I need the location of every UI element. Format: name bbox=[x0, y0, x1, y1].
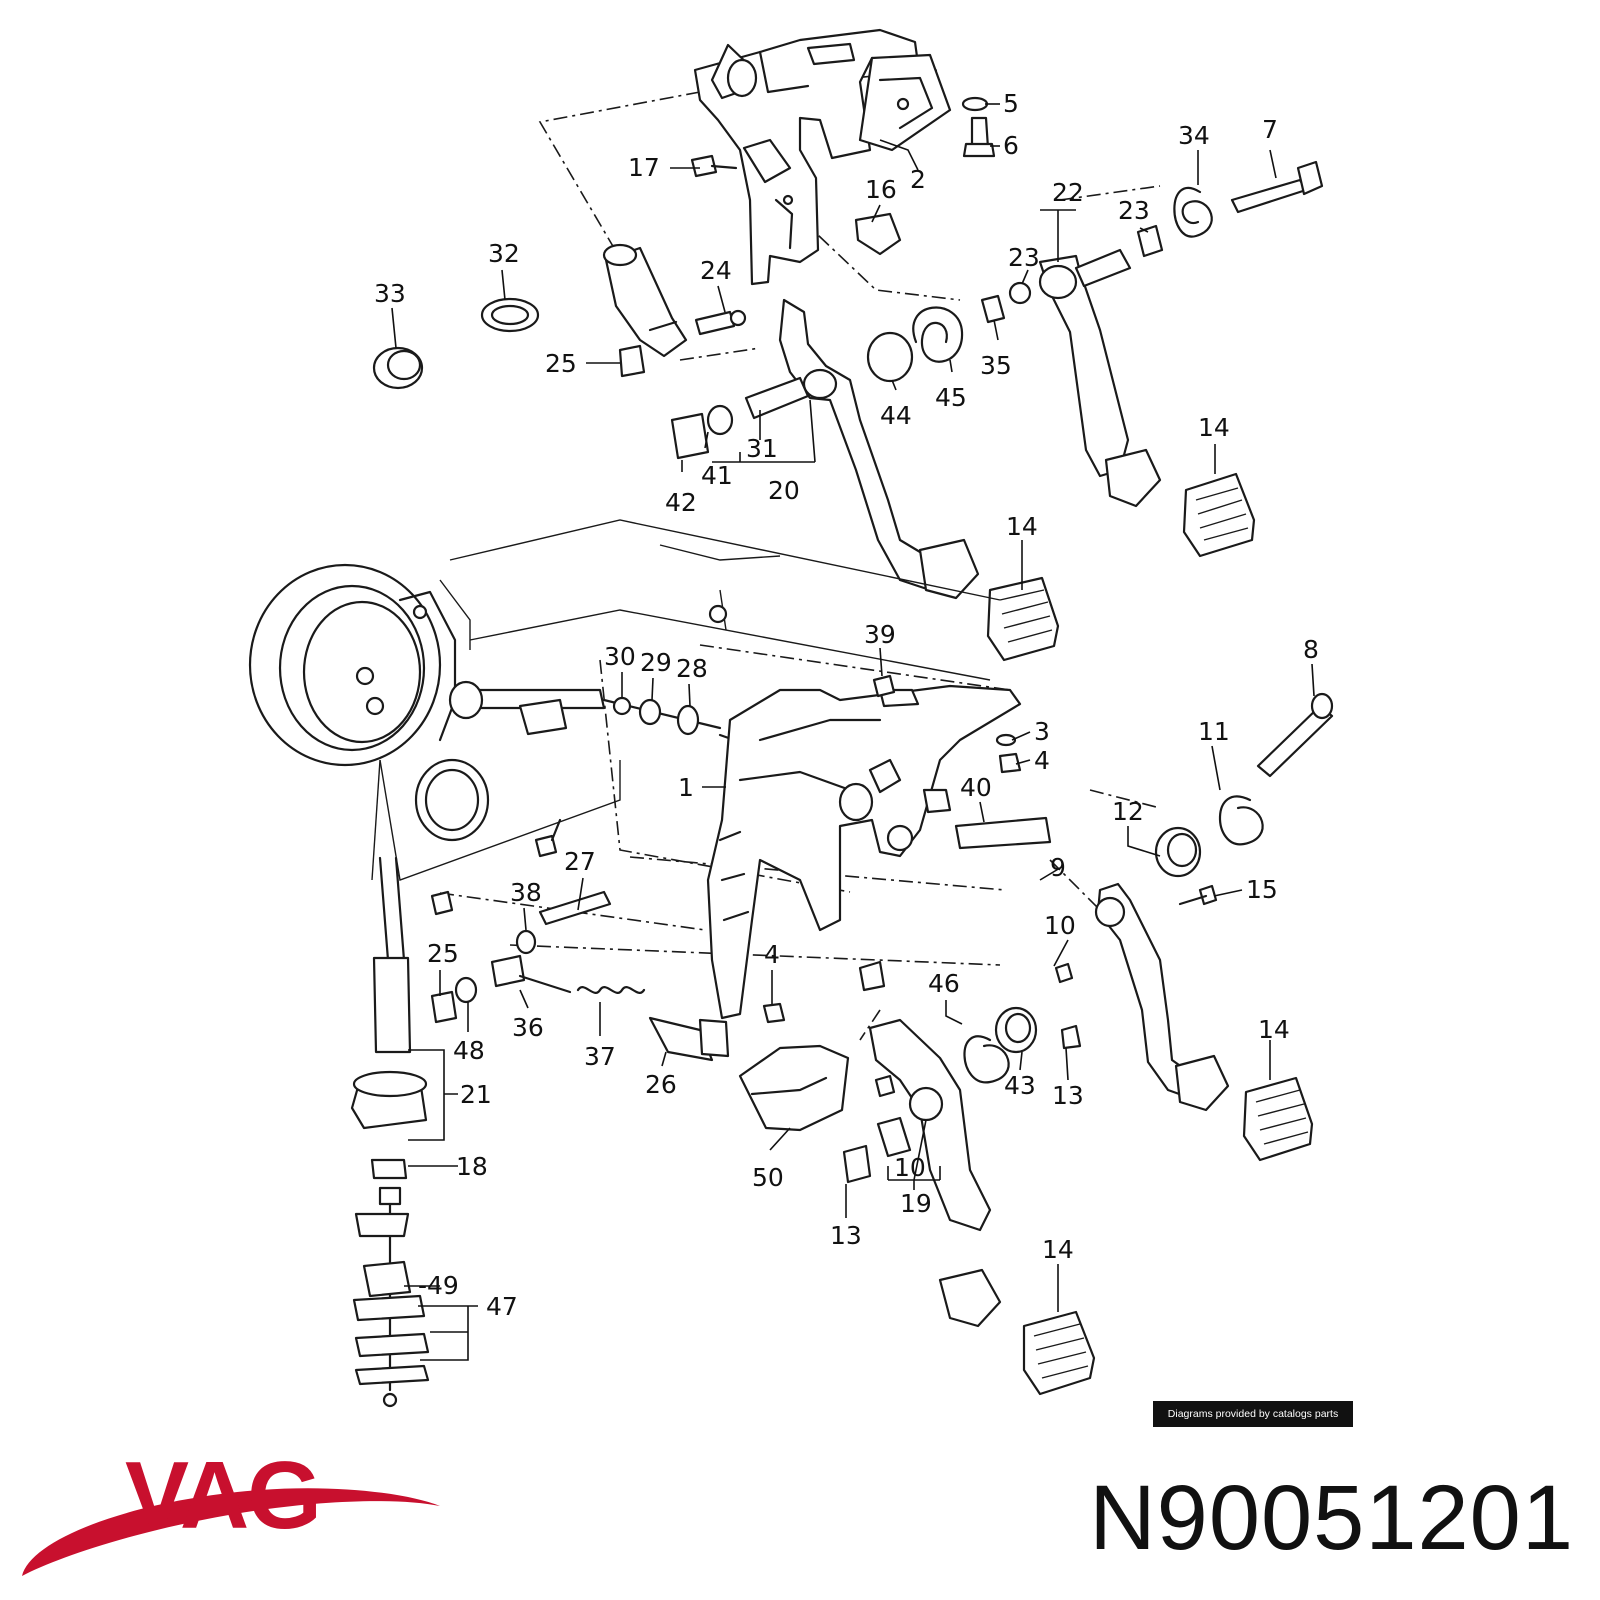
brand-name: VAG bbox=[125, 1442, 322, 1549]
center-hardware bbox=[872, 674, 1334, 906]
callout-3: 3 bbox=[1034, 717, 1050, 746]
callout-4-upper: 4 bbox=[1034, 746, 1050, 775]
callout-10-upper: 10 bbox=[1044, 911, 1076, 940]
callout-19: 19 bbox=[900, 1189, 932, 1218]
callout-35: 35 bbox=[980, 351, 1012, 380]
pedal-pad-middle-left bbox=[986, 576, 1060, 662]
cable-adjuster-assembly bbox=[350, 856, 430, 1408]
callout-14-bottom: 14 bbox=[1042, 1235, 1074, 1264]
callout-34: 34 bbox=[1178, 121, 1210, 150]
callout-45: 45 bbox=[935, 383, 967, 412]
callout-49: -49 bbox=[418, 1271, 459, 1300]
callout-23-lower: 23 bbox=[1008, 243, 1040, 272]
callout-8: 8 bbox=[1303, 635, 1319, 664]
callout-20: 20 bbox=[768, 476, 800, 505]
callout-28: 28 bbox=[676, 654, 708, 683]
pedal-pad-lower-right bbox=[1242, 1076, 1314, 1162]
callout-30: 30 bbox=[604, 642, 636, 671]
callout-17: 17 bbox=[628, 153, 660, 182]
pedal-pad-upper-right bbox=[1182, 472, 1256, 558]
diagram-credit-banner: Diagrams provided by catalogs parts bbox=[1153, 1401, 1353, 1427]
callout-33: 33 bbox=[374, 279, 406, 308]
pedal-bracket-housing bbox=[693, 28, 952, 286]
callout-12: 12 bbox=[1112, 797, 1144, 826]
callout-38: 38 bbox=[510, 878, 542, 907]
callout-1: 1 bbox=[678, 773, 694, 802]
lower-center-pedal bbox=[842, 1006, 1038, 1328]
callout-14-middle: 14 bbox=[1006, 512, 1038, 541]
callout-47: 47 bbox=[486, 1292, 518, 1321]
callout-15: 15 bbox=[1246, 875, 1278, 904]
right-clutch-pedal bbox=[1054, 882, 1230, 1112]
callout-6: 6 bbox=[1003, 131, 1019, 160]
callout-50: 50 bbox=[752, 1163, 784, 1192]
callout-36: 36 bbox=[512, 1013, 544, 1042]
callout-48: 48 bbox=[453, 1036, 485, 1065]
callout-14-upper-right: 14 bbox=[1198, 413, 1230, 442]
callout-2: 2 bbox=[910, 165, 926, 194]
callout-9: 9 bbox=[1050, 853, 1066, 882]
callout-43: 43 bbox=[1004, 1071, 1036, 1100]
callout-24: 24 bbox=[700, 256, 732, 285]
callout-21: 21 bbox=[460, 1080, 492, 1109]
callout-13-right: 13 bbox=[1052, 1081, 1084, 1110]
callout-7: 7 bbox=[1262, 115, 1278, 144]
callout-14-lower-right: 14 bbox=[1258, 1015, 1290, 1044]
callout-16: 16 bbox=[865, 175, 897, 204]
brake-booster bbox=[248, 563, 490, 842]
lower-left-hardware bbox=[430, 818, 886, 1132]
vag-logo-swoosh bbox=[22, 1488, 440, 1576]
construction-lines bbox=[439, 69, 1161, 1041]
callout-42: 42 bbox=[665, 488, 697, 517]
callout-29: 29 bbox=[640, 648, 672, 677]
callout-4-lower: 4 bbox=[764, 940, 780, 969]
brake-switch-cylinder bbox=[602, 243, 747, 378]
callout-39: 39 bbox=[864, 620, 896, 649]
callout-44: 44 bbox=[880, 401, 912, 430]
leader-lines bbox=[391, 103, 1315, 1361]
callout-37: 37 bbox=[584, 1042, 616, 1071]
bulkhead-outline bbox=[371, 519, 1001, 881]
callout-5: 5 bbox=[1003, 89, 1019, 118]
center-pedal-lever bbox=[670, 298, 980, 600]
callout-46: 46 bbox=[928, 969, 960, 998]
callout-26: 26 bbox=[645, 1070, 677, 1099]
callout-27: 27 bbox=[564, 847, 596, 876]
callout-40: 40 bbox=[960, 773, 992, 802]
callout-10-lower: 10 bbox=[894, 1153, 926, 1182]
upper-right-pedal bbox=[1038, 248, 1162, 508]
callout-25-upper: 25 bbox=[545, 349, 577, 378]
callout-31: 31 bbox=[746, 434, 778, 463]
callout-18: 18 bbox=[456, 1152, 488, 1181]
callout-labels: 5 6 2 16 17 34 7 22 23 23 32 33 24 25 35… bbox=[374, 89, 1319, 1321]
callout-22: 22 bbox=[1052, 178, 1084, 207]
part-number: N90051201 bbox=[1089, 1467, 1574, 1569]
lower-pedal-bracket bbox=[706, 684, 1022, 1020]
pedal-pads bbox=[986, 472, 1314, 1396]
callout-32: 32 bbox=[488, 239, 520, 268]
callout-11: 11 bbox=[1198, 717, 1230, 746]
callout-25-lower: 25 bbox=[427, 939, 459, 968]
pedal-pad-bottom bbox=[1022, 1310, 1096, 1396]
callout-13-lower: 13 bbox=[830, 1221, 862, 1250]
callout-23-upper: 23 bbox=[1118, 196, 1150, 225]
callout-41: 41 bbox=[701, 461, 733, 490]
small-hardware bbox=[372, 96, 1324, 390]
